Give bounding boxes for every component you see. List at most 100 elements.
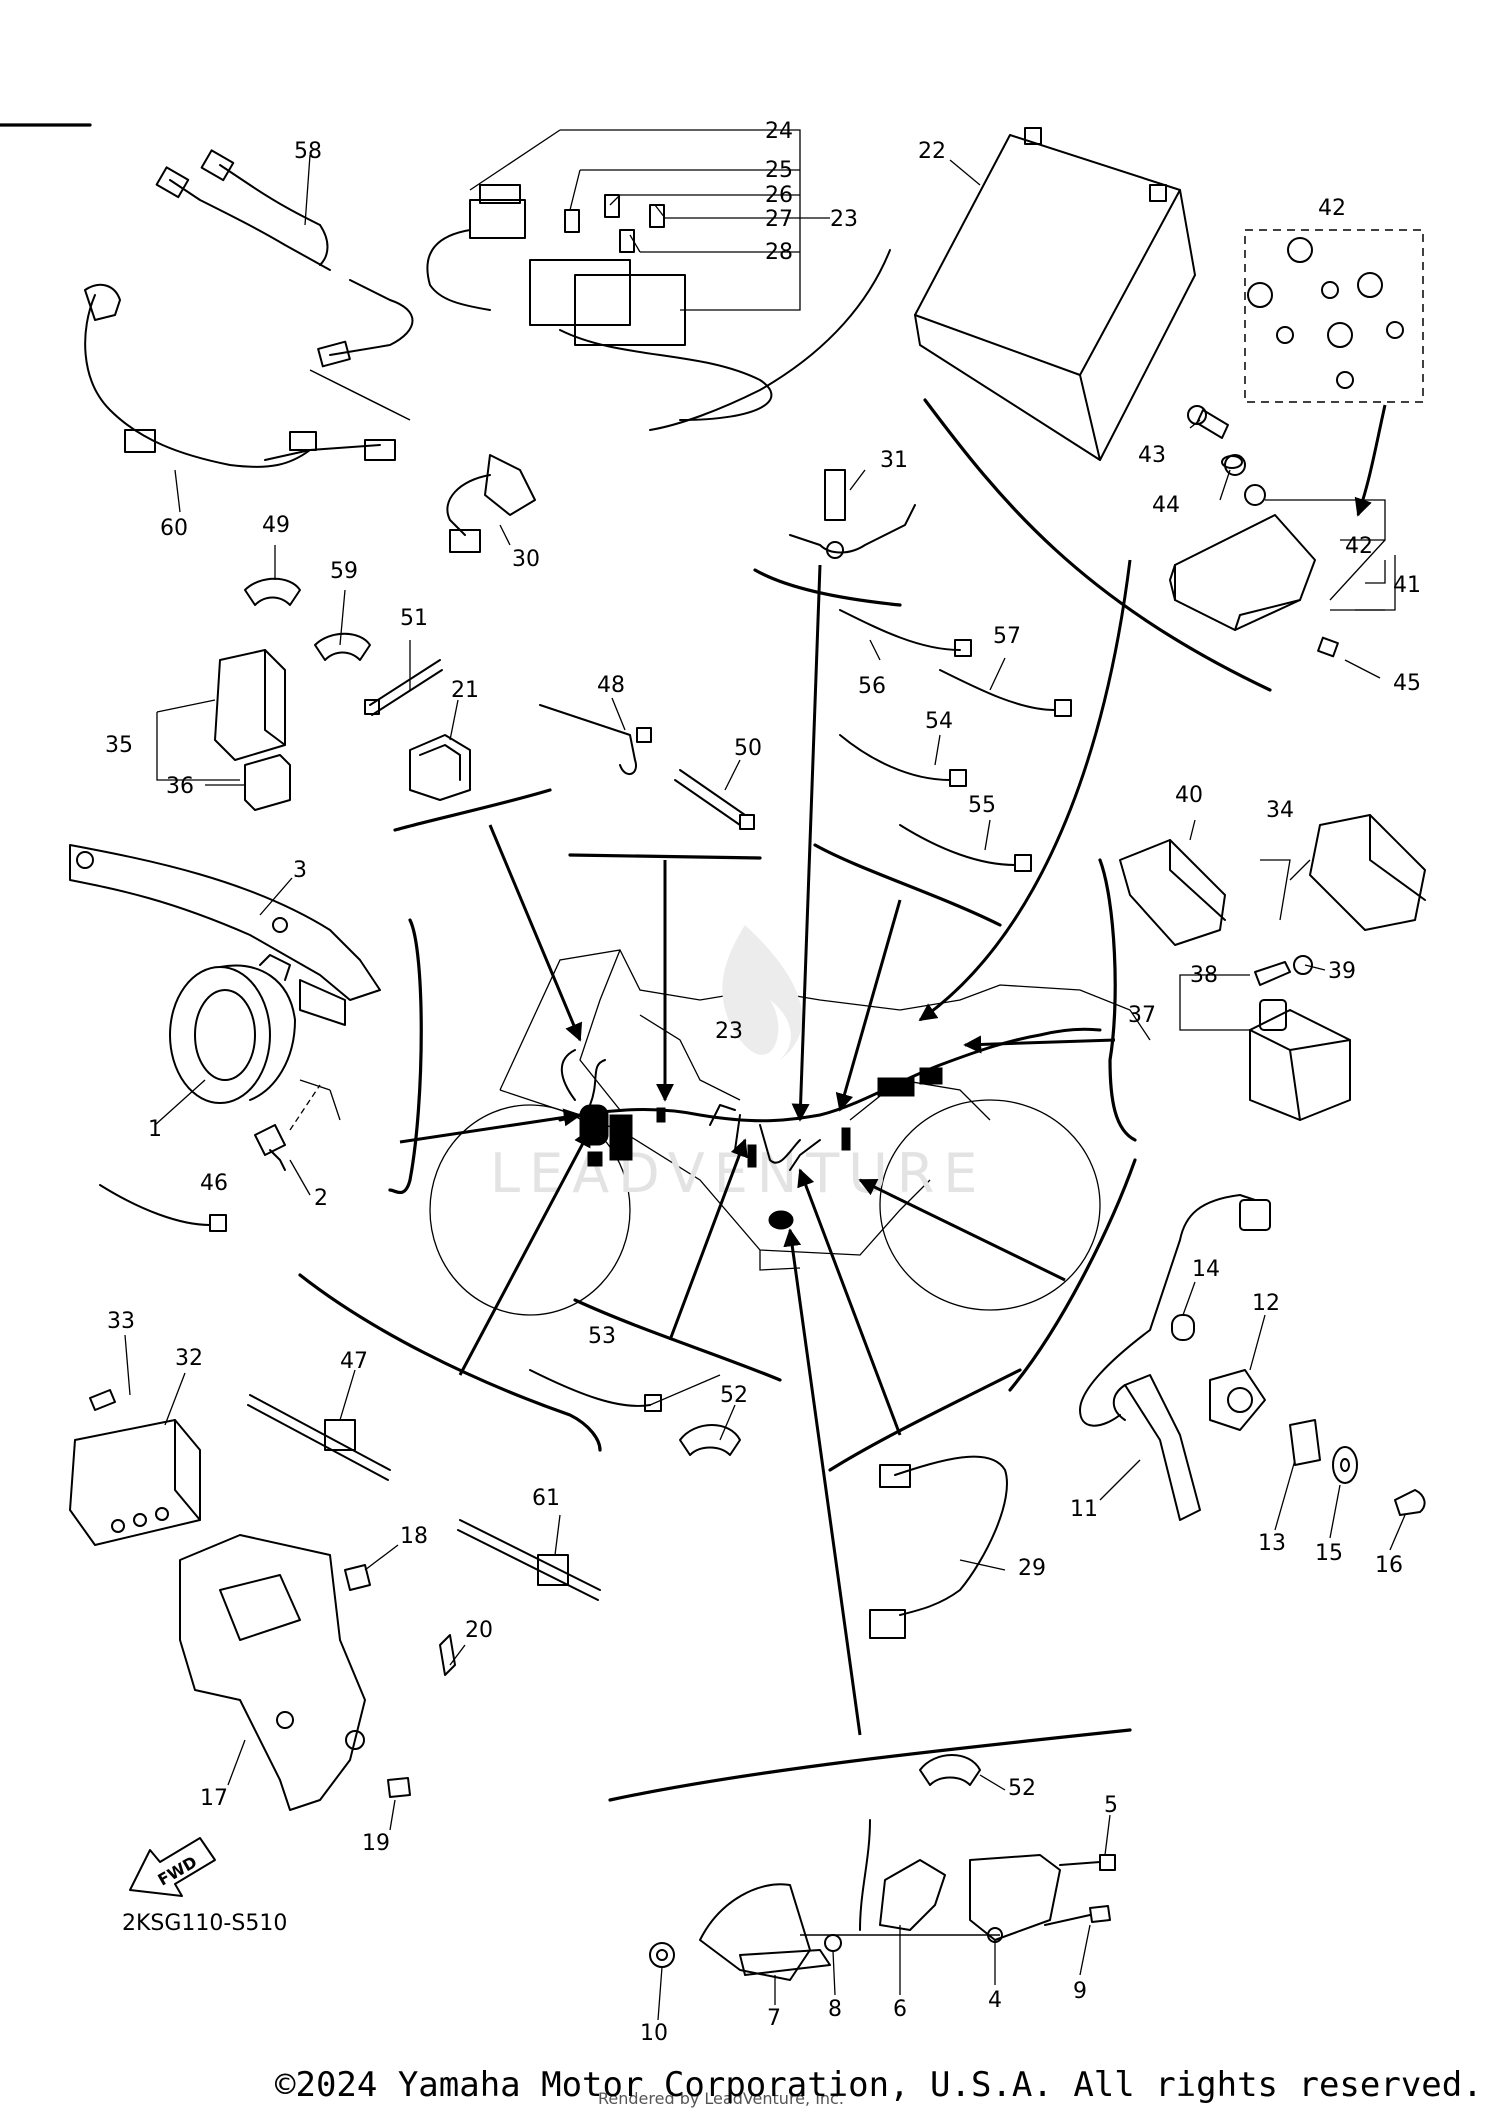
callout-43: 43 [1138, 443, 1166, 468]
nut-10 [649, 1942, 675, 1968]
wire-harness-23 [558, 1027, 1102, 1230]
callout-42-box: 42 [1318, 196, 1346, 221]
leader-lines [124, 129, 1406, 2021]
callout-19: 19 [362, 1831, 390, 1856]
callout-labels: 1 2 3 4 5 6 7 8 9 10 11 12 13 14 15 16 1… [105, 119, 1421, 2046]
callout-56: 56 [858, 674, 886, 699]
callout-36: 36 [166, 774, 194, 799]
bolt-9 [1044, 1905, 1111, 1926]
callout-45: 45 [1393, 671, 1421, 696]
callout-16: 16 [1375, 1553, 1403, 1578]
band-53 [529, 1369, 662, 1412]
callout-46: 46 [200, 1171, 228, 1196]
clamp-49 [244, 577, 301, 606]
callout-15: 15 [1315, 1541, 1343, 1566]
relay-40 [1119, 839, 1226, 946]
part-13 [1289, 1419, 1321, 1466]
dampers-42-box [1244, 229, 1424, 517]
battery-bolt-31 [789, 469, 916, 559]
bracket-3 [69, 844, 381, 1026]
band-56 [839, 609, 972, 657]
callout-23-group: 23 [830, 207, 858, 232]
bolt-2 [254, 1084, 321, 1171]
band-61 [457, 1519, 601, 1601]
band-48 [539, 704, 652, 775]
cover-6 [859, 1819, 946, 1931]
callout-29: 29 [1018, 1556, 1046, 1581]
copyright: ©2024 Yamaha Motor Corporation, U.S.A. A… [275, 2065, 1483, 2105]
callout-37: 37 [1128, 1003, 1156, 1028]
bracket-17 [179, 1534, 456, 1811]
callout-6: 6 [893, 1997, 907, 2022]
callout-3: 3 [293, 858, 307, 883]
fwd-label: FWD [155, 1852, 201, 1889]
part-14 [1171, 1314, 1195, 1341]
callout-8: 8 [828, 1997, 842, 2022]
section-brackets [0, 123, 1272, 1802]
washer-15 [1332, 1446, 1358, 1484]
callout-38: 38 [1190, 963, 1218, 988]
callout-54: 54 [925, 709, 953, 734]
callout-42-relay: 42 [1345, 534, 1373, 559]
callout-50: 50 [734, 736, 762, 761]
callout-10: 10 [640, 2021, 668, 2046]
cable-29 [869, 1455, 1008, 1639]
callout-27: 27 [765, 207, 793, 232]
band-57 [939, 669, 1072, 717]
callout-26: 26 [765, 183, 793, 208]
sensor-30 [446, 454, 536, 553]
callout-11: 11 [1070, 1497, 1098, 1522]
callout-48: 48 [597, 673, 625, 698]
callout-5: 5 [1104, 1793, 1118, 1818]
battery-22 [914, 127, 1196, 461]
callout-40: 40 [1175, 783, 1203, 808]
clamp-52-bottom [919, 1754, 981, 1786]
relay-34 [1309, 814, 1426, 931]
plate-4 [969, 1854, 1061, 1943]
watermark-text: LEADVENTURE [490, 1142, 986, 1205]
watermark: LEADVENTURE [490, 925, 986, 1205]
callout-12: 12 [1252, 1291, 1280, 1316]
callout-47: 47 [340, 1349, 368, 1374]
sub-harness-58 [155, 149, 414, 368]
relay-35 [214, 649, 286, 761]
callout-41: 41 [1393, 573, 1421, 598]
callout-49: 49 [262, 513, 290, 538]
callout-61: 61 [532, 1486, 560, 1511]
bolt-16 [1394, 1489, 1426, 1516]
callout-18: 18 [400, 1524, 428, 1549]
callout-17: 17 [200, 1786, 228, 1811]
callout-1: 1 [148, 1117, 162, 1142]
callout-52-mid: 52 [720, 1383, 748, 1408]
sensor-7 [699, 1883, 831, 1981]
callout-34: 34 [1266, 798, 1294, 823]
callout-13: 13 [1258, 1531, 1286, 1556]
band-50 [674, 769, 755, 830]
drawing-code: 2KSG110-S510 [122, 1911, 287, 1936]
callout-4: 4 [988, 1988, 1002, 2013]
callout-39: 39 [1328, 959, 1356, 984]
callout-35: 35 [105, 733, 133, 758]
callout-25: 25 [765, 158, 793, 183]
relay-36 [244, 754, 291, 811]
section-arrows [399, 559, 1132, 1736]
callout-33: 33 [107, 1309, 135, 1334]
callout-30: 30 [512, 547, 540, 572]
sensor-11 [1079, 1194, 1271, 1521]
callout-44: 44 [1152, 493, 1180, 518]
callout-57: 57 [993, 624, 1021, 649]
callout-22: 22 [918, 139, 946, 164]
callout-55: 55 [968, 793, 996, 818]
callout-52-bottom: 52 [1008, 1776, 1036, 1801]
harness-60 [84, 283, 411, 468]
callout-20: 20 [465, 1618, 493, 1643]
band-55 [899, 824, 1032, 872]
callout-59: 59 [330, 559, 358, 584]
rendered-by: Rendered by LeadVenture, Inc. [598, 2089, 844, 2108]
callout-60: 60 [160, 516, 188, 541]
callout-51: 51 [400, 606, 428, 631]
callout-21: 21 [451, 678, 479, 703]
rectifier-32 [69, 1389, 201, 1546]
band-46 [99, 1184, 227, 1232]
